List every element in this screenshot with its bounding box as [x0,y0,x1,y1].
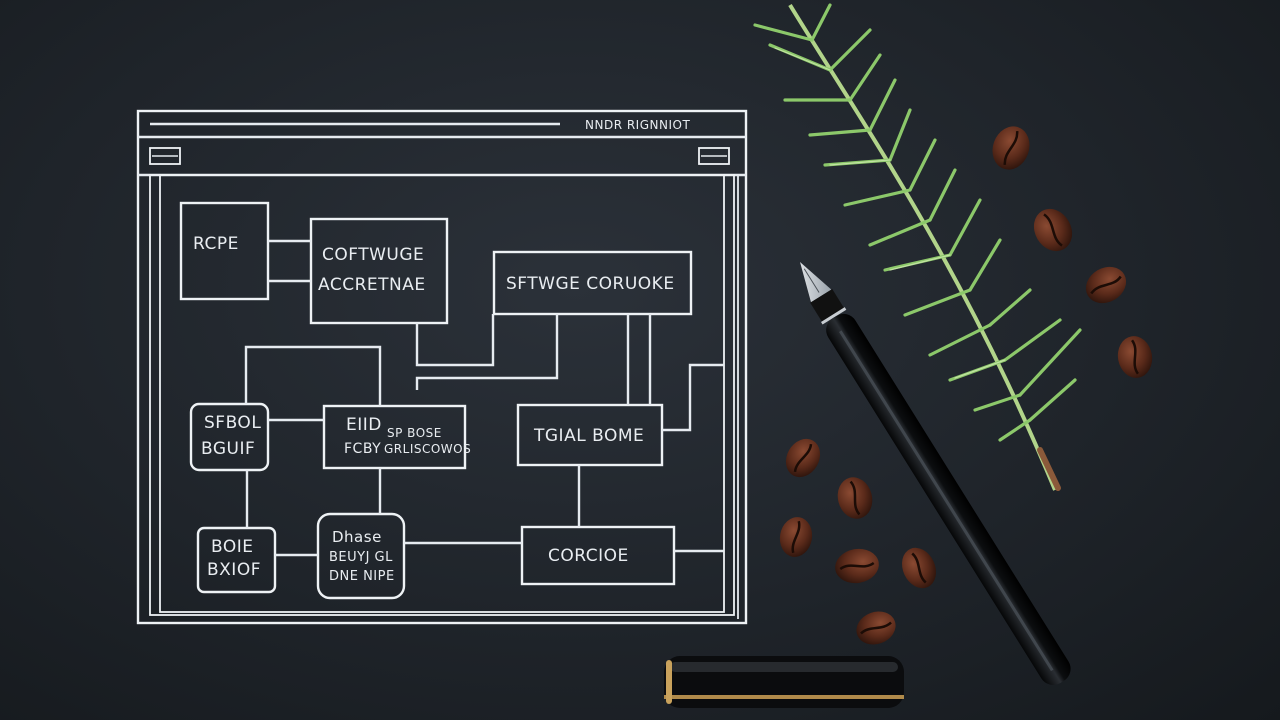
pen-cap [664,656,904,708]
coffee-beans [779,126,1153,645]
node-boie: BOIE BXIOF [196,526,277,594]
node-eiid-line2: FCBY [344,441,381,457]
window-title-label: NNDR RIGNNIOT [585,118,690,132]
node-software-core-label: SFTWGE CORUOKE [506,274,675,294]
node-dhase-line1: Dhase [332,528,382,546]
node-tgial-bome: TGIAL BOME [516,403,664,467]
node-boie-line2: BXIOF [207,560,261,580]
menu-icon-left [149,147,181,165]
fountain-pen [800,262,1071,685]
node-sfbol-line2: BGUIF [201,439,255,459]
window-frame [136,109,748,625]
node-rcpe: RCPE [179,201,270,301]
node-dhase-line3: DNE NIPE [329,569,395,584]
node-sfbol: SFBOL BGUIF [189,402,270,472]
node-software-core: SFTWGE CORUOKE [492,250,693,316]
node-eiid-line1: EIID [346,415,382,435]
wireframe-diagram: NNDR RIGNNIOT RCPE COFTWUGE ACCRETNAE SF… [136,109,748,625]
node-eiid-sub1: SP BOSE [387,426,442,440]
node-boie-line1: BOIE [211,537,254,557]
node-dhase-line2: BEUYJ GL [329,550,393,565]
node-corcioe-label: CORCIOE [548,546,629,566]
node-corcioe: CORCIOE [520,525,676,586]
node-tgial-bome-label: TGIAL BOME [533,426,644,446]
node-rcpe-label: RCPE [193,234,239,254]
menu-icon-right [698,147,730,165]
node-software-architecture: COFTWUGE ACCRETNAE [309,217,449,325]
node-dhase: Dhase BEUYJ GL DNE NIPE [316,512,406,600]
node-eiid-sub2: GRLISCOWOS [384,442,471,456]
node-software-architecture-line2: ACCRETNAE [318,275,426,295]
connectors [244,239,724,557]
rosemary-sprig [753,3,1082,491]
node-eiid: EIID FCBY SP BOSE GRLISCOWOS [322,404,471,470]
node-software-architecture-line1: COFTWUGE [322,245,424,265]
node-sfbol-line1: SFBOL [204,413,261,433]
